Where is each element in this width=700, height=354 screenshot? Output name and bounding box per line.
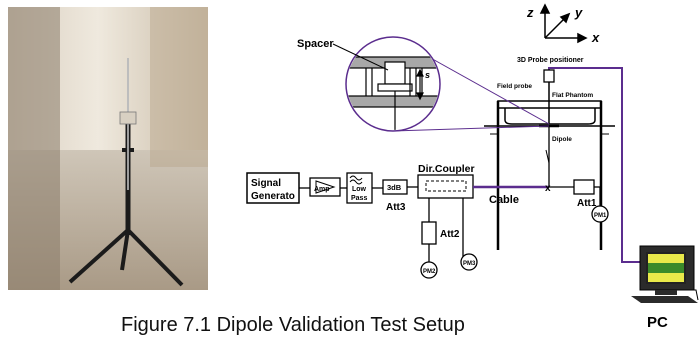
att2-box: [421, 221, 437, 245]
phantom-table: [484, 69, 615, 250]
att1-box: [573, 179, 595, 195]
signal-generator-box: [246, 172, 300, 204]
label-spacer: Spacer: [297, 38, 334, 50]
label-dir-coupler: Dir.Coupler: [418, 163, 475, 175]
label-flat-phantom: Flat Phantom: [552, 92, 593, 99]
spacer-magnifier: [345, 36, 550, 132]
axis-z: z: [526, 5, 534, 20]
label-amp: Amp: [314, 186, 330, 193]
pm1-circle: [591, 205, 609, 223]
label-cable: Cable: [489, 194, 519, 206]
label-pm3: PM3: [463, 261, 476, 267]
label-pm2: PM2: [423, 269, 436, 275]
label-x-marker: x: [545, 183, 551, 194]
axes: [539, 3, 588, 44]
label-signal-generator-1: Signal: [251, 178, 281, 189]
label-pm1: PM1: [594, 213, 607, 219]
dipole-photo: [8, 7, 208, 290]
spacer-pointer: [332, 43, 389, 71]
signal-chain: [246, 172, 609, 279]
label-3db: 3dB: [387, 183, 402, 192]
label-s: s: [425, 70, 430, 80]
label-low-pass-1: Low: [352, 186, 367, 193]
label-probe-positioner: 3D Probe positioner: [517, 57, 584, 64]
label-pc: PC: [647, 314, 668, 331]
label-signal-generator-2: Generato: [251, 191, 295, 202]
axis-x: x: [591, 30, 600, 45]
amp-box: [309, 177, 341, 197]
label-field-probe: Field probe: [497, 83, 532, 90]
label-dipole: Dipole: [552, 136, 572, 143]
label-att2: Att2: [440, 229, 460, 240]
label-att3: Att3: [386, 202, 406, 213]
positioner-cable: [548, 67, 640, 263]
axis-y: y: [574, 5, 583, 20]
pm3-circle: [460, 253, 478, 271]
pm2-circle: [420, 261, 438, 279]
label-low-pass-2: Pass: [351, 195, 367, 202]
figure-caption: Figure 7.1 Dipole Validation Test Setup: [121, 314, 465, 336]
computer-icon: [631, 245, 699, 303]
label-att1: Att1: [577, 198, 597, 209]
